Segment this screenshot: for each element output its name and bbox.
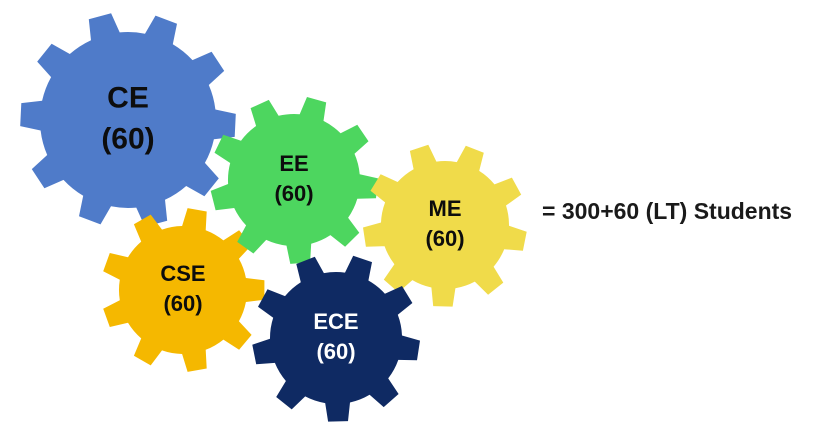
gear-me-seats: (60) [425,226,464,251]
gear-me: ME (60) [363,144,527,307]
gear-ece: ECE (60) [252,255,420,422]
gear-me-name: ME [429,196,462,221]
gear-ee-seats: (60) [274,181,313,206]
gear-cse-name: CSE [160,261,205,286]
gear-ce: CE (60) [20,13,236,227]
total-students-text: = 300+60 (LT) Students [542,198,793,224]
gear-ee: EE (60) [210,97,378,264]
gear-me-shape [363,144,527,307]
gear-ee-name: EE [279,151,308,176]
gear-ece-shape [252,255,420,422]
gear-cse: CSE (60) [103,208,265,372]
gear-ce-name: CE [107,82,149,115]
gear-ce-shape [20,13,236,227]
gear-ee-shape [210,97,378,264]
gear-ece-seats: (60) [316,339,355,364]
gear-ece-name: ECE [313,309,358,334]
gear-cse-shape [103,208,265,372]
gear-cse-seats: (60) [163,291,202,316]
gear-ce-seats: (60) [101,122,154,155]
